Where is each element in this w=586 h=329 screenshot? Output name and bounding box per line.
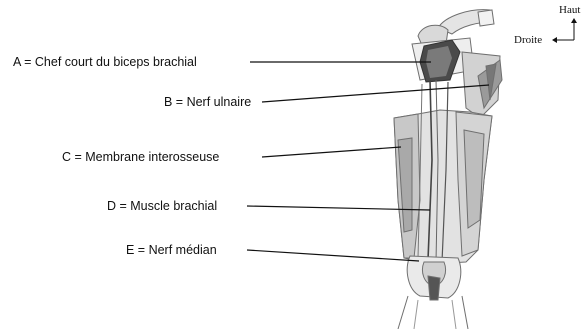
- orientation-right-label: Droite: [514, 34, 542, 46]
- pointer-line-e: [247, 250, 419, 261]
- orientation-up-label: Haut: [559, 4, 580, 16]
- label-biceps-short-head: A = Chef court du biceps brachial: [13, 55, 197, 69]
- biceps-short-head-sketch: [420, 40, 460, 82]
- pointer-line-b: [262, 85, 489, 102]
- pointer-line-c: [262, 147, 401, 157]
- orientation-arrows: [552, 18, 577, 43]
- label-ulnar-nerve: B = Nerf ulnaire: [164, 95, 251, 109]
- label-brachial-muscle: D = Muscle brachial: [107, 199, 217, 213]
- label-median-nerve: E = Nerf médian: [126, 243, 217, 257]
- label-interosseous-membrane: C = Membrane interosseuse: [62, 150, 219, 164]
- elbow-sketch: [398, 256, 468, 329]
